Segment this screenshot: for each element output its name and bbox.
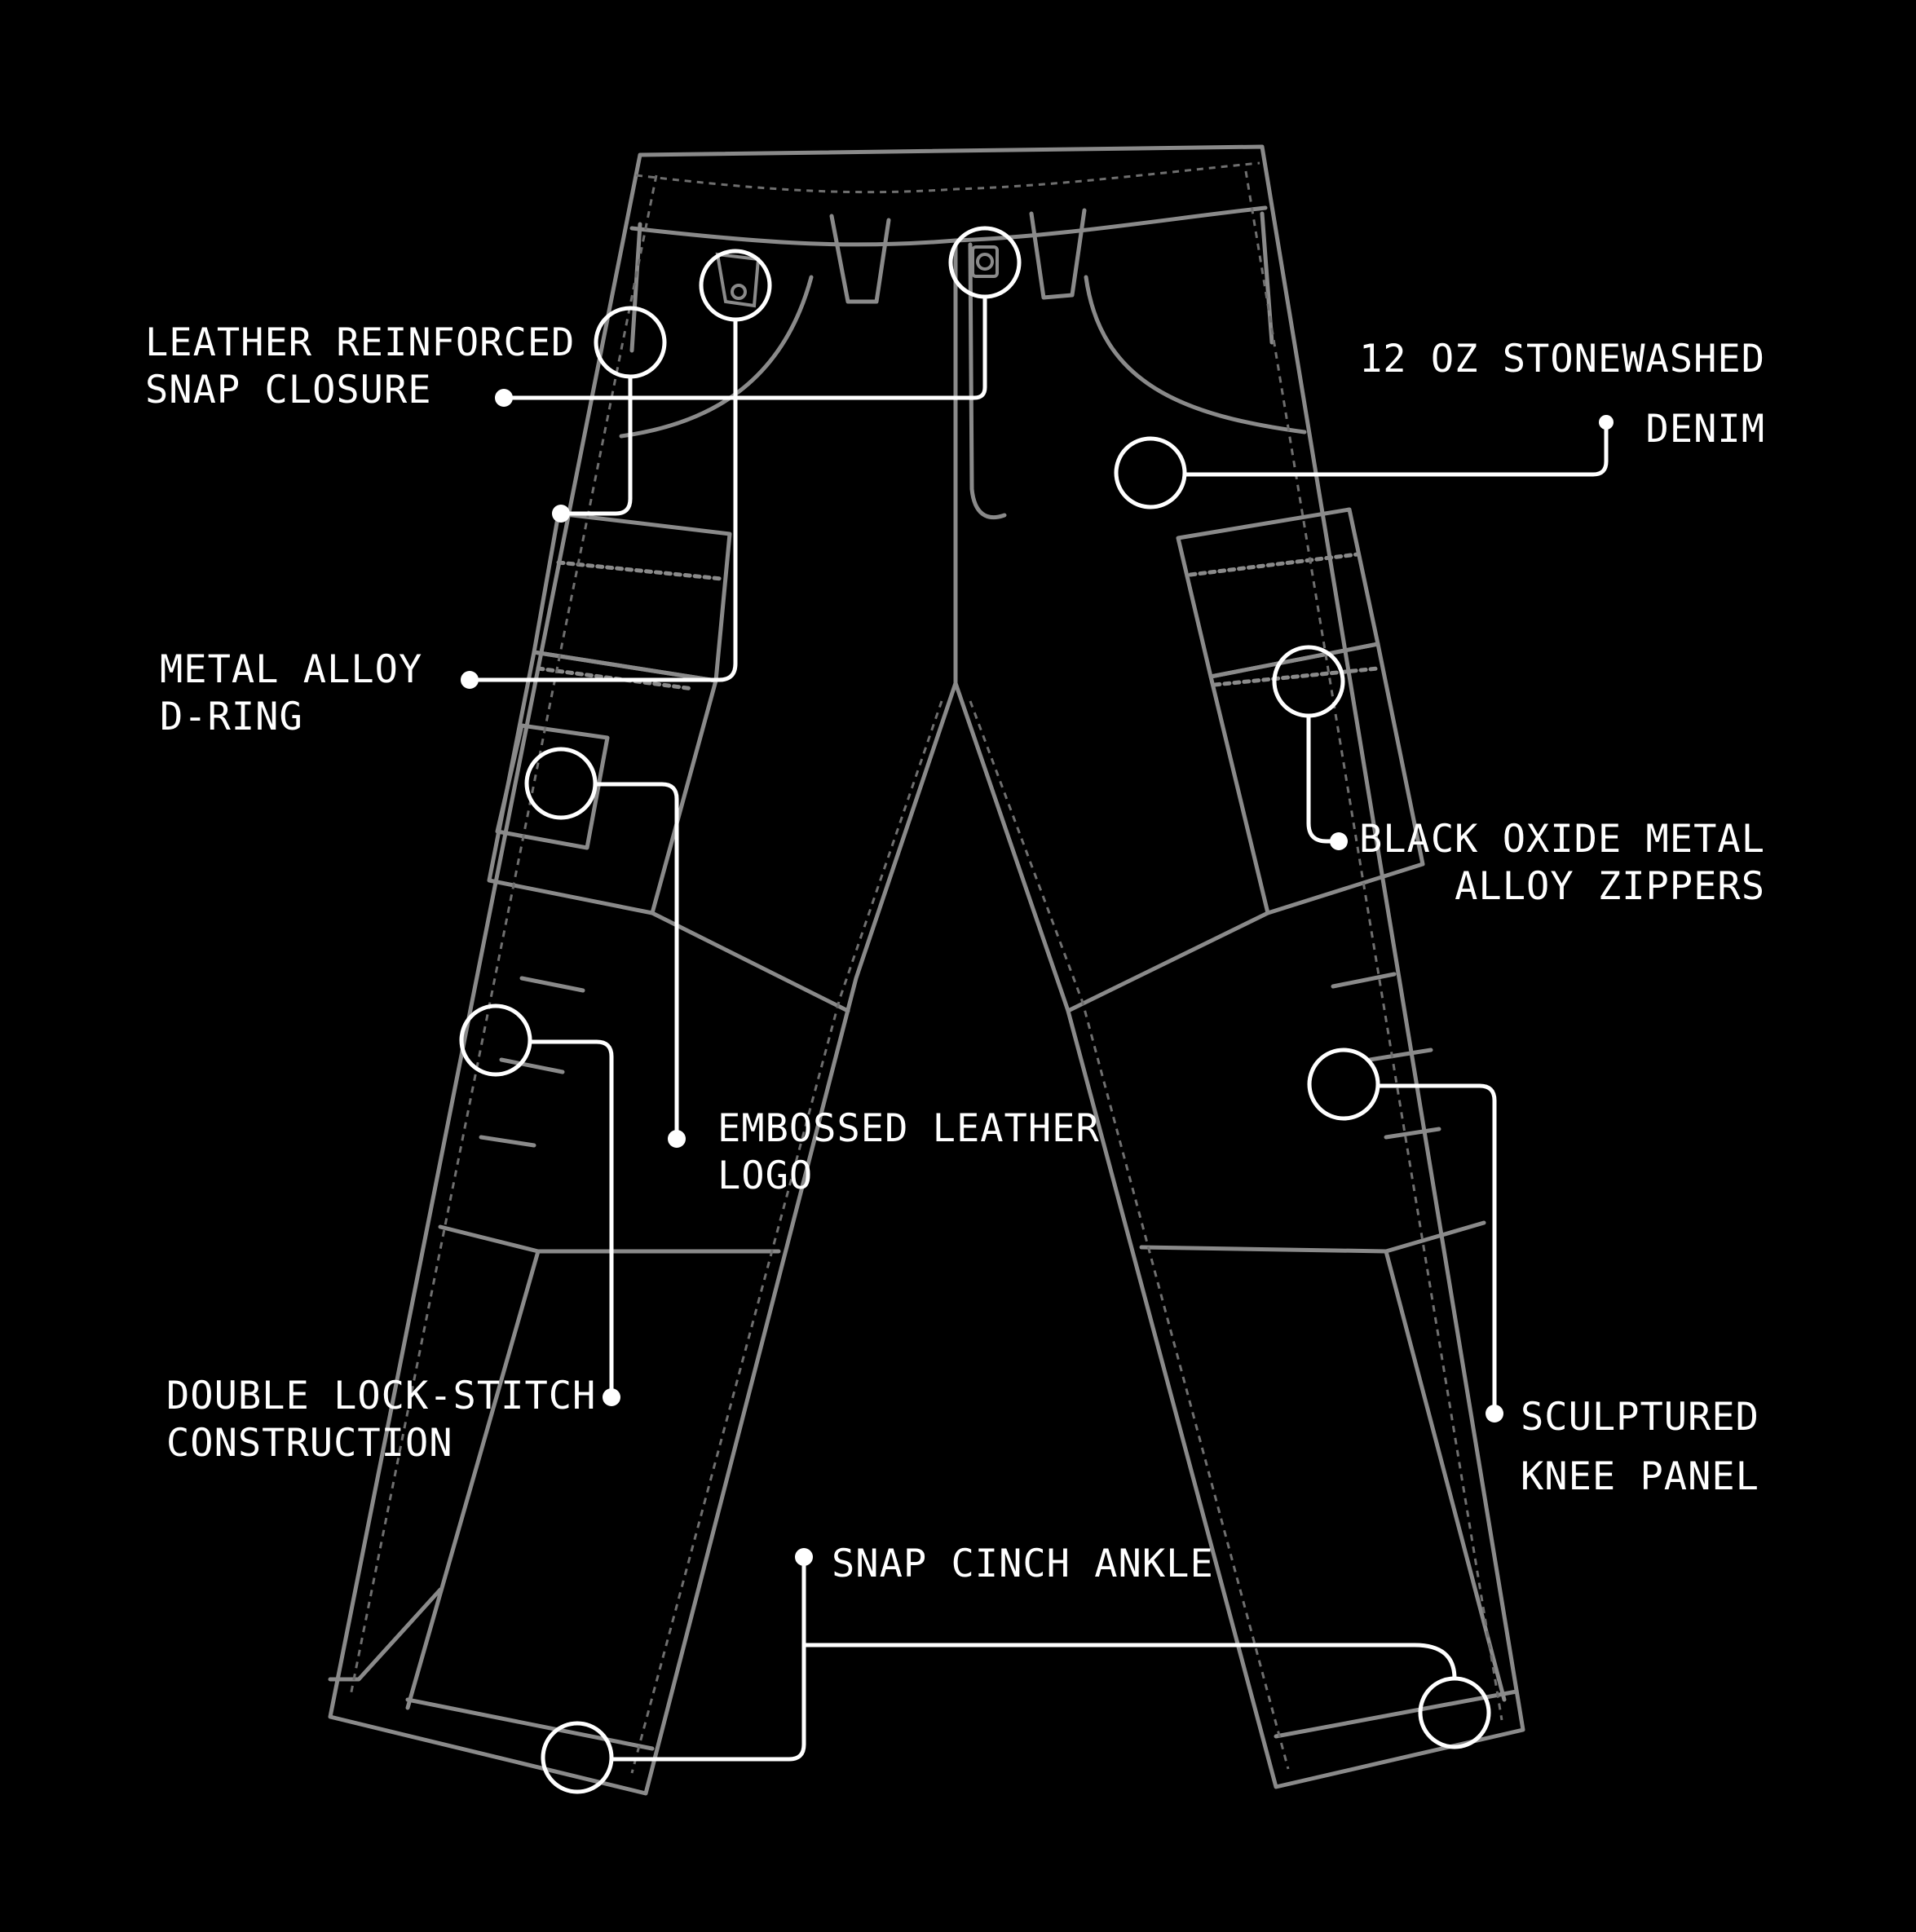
front-pocket-left (619, 275, 814, 439)
label-zippers-line-2: ALLOY ZIPPERS (1455, 864, 1765, 909)
callout-line-pocket-rivet (558, 374, 633, 516)
zipper-right-2 (1212, 666, 1380, 687)
label-snap-closure-line-2: SNAP CLOSURE (145, 368, 432, 412)
stitch-inseam-left (630, 700, 943, 1774)
ankle-cuff-right (1274, 1689, 1519, 1739)
callout-ring-knee (1307, 1048, 1380, 1121)
snap-closure-tab (971, 245, 999, 278)
callout-ring-pocket-rivet (594, 306, 667, 379)
callout-ring-lock-stitch (459, 1003, 532, 1077)
ankle-cuff-left (405, 1697, 655, 1751)
callout-ring-ankle-right (1418, 1676, 1491, 1749)
callout-dot-logo (668, 1130, 686, 1148)
belt-loop-side-left (629, 222, 642, 353)
label-logo-line-1: EMBOSSED LEATHER (717, 1106, 1100, 1151)
stitch-inseam-right (969, 700, 1290, 1770)
knee-dart-6 (1384, 1127, 1441, 1140)
knee-dart-5 (1367, 1048, 1433, 1062)
callout-line-logo (593, 782, 679, 1140)
stitch-waistband (635, 161, 1260, 194)
cargo-pocket-left-small (495, 723, 610, 850)
callout-dot-denim (1599, 415, 1614, 430)
label-lock-stitch-line-2: CONSTRUCTION (166, 1421, 453, 1466)
callout-ring-d-ring (699, 249, 772, 322)
pants-outline (328, 144, 1525, 1796)
callout-dot-snap (495, 389, 513, 407)
label-knee-panel-line-1: SCULPTURED (1521, 1395, 1759, 1440)
knee-panel-left-side (405, 1249, 541, 1710)
ankle-vent-left (328, 1587, 443, 1682)
callout-ring-zippers (1272, 645, 1345, 718)
label-knee-panel: SCULPTURED KNEE PANEL (1521, 1387, 1759, 1506)
callout-line-snap (501, 294, 987, 400)
label-ankle-line-1: SNAP CINCH ANKLE (832, 1542, 1214, 1586)
label-knee-panel-line-2: KNEE PANEL (1521, 1454, 1759, 1499)
callout-ring-ankle-left (541, 1721, 614, 1794)
callout-dot-knee (1486, 1405, 1503, 1423)
zipper-right-1 (1188, 552, 1360, 577)
label-d-ring-line-2: D-RING (160, 695, 303, 739)
front-pocket-right (1084, 275, 1307, 434)
callout-line-denim (1182, 421, 1609, 477)
callout-dot-ankle (795, 1548, 813, 1566)
callout-ring-snap (948, 226, 1022, 299)
callout-dot-lock-stitch (603, 1388, 620, 1406)
callout-ring-denim (1114, 436, 1187, 509)
fly-stitch (968, 242, 1007, 520)
label-lock-stitch: DOUBLE LOCK-STITCH CONSTRUCTION (166, 1373, 596, 1467)
knee-dart-2 (499, 1057, 565, 1074)
callout-line-knee (1375, 1083, 1497, 1414)
knee-panel-right-side (1384, 1249, 1507, 1702)
callout-line-zippers (1306, 713, 1340, 844)
label-denim: 12 OZ STONEWASHED DENIM (1353, 324, 1765, 465)
knee-dart-1 (519, 976, 585, 993)
label-denim-line-2: DENIM (1645, 407, 1765, 452)
callout-line-lock-stitch (528, 1039, 614, 1398)
label-logo: EMBOSSED LEATHER LOGO (717, 1105, 1100, 1200)
d-ring-tab (715, 252, 761, 308)
knee-seam-right-upper (1066, 911, 1270, 1013)
waistband-seam (629, 205, 1268, 247)
label-snap-closure-line-1: LEATHER REINFORCED (145, 320, 576, 365)
callout-line-ankle-right (801, 1643, 1457, 1681)
knee-dart-3 (479, 1135, 536, 1148)
callout-line-d-ring (467, 317, 738, 682)
belt-loop-left (829, 214, 891, 304)
label-denim-line-1: 12 OZ STONEWASHED (1358, 337, 1765, 382)
label-snap-closure: LEATHER REINFORCED SNAP CLOSURE (145, 320, 575, 414)
label-logo-line-2: LOGO (717, 1153, 814, 1198)
d-ring-hole (731, 284, 747, 300)
callout-dot-d-ring (461, 671, 479, 689)
label-zippers-line-1: BLACK OXIDE METAL (1358, 817, 1765, 862)
belt-loop-right (1029, 208, 1087, 300)
label-zippers: BLACK OXIDE METAL ALLOY ZIPPERS (1353, 816, 1765, 911)
cargo-pocket-right (1208, 642, 1425, 915)
callout-dot-zippers (1330, 832, 1348, 850)
knee-dart-4 (1331, 972, 1397, 989)
label-d-ring-line-1: METAL ALLOY (160, 647, 423, 692)
callout-dot-pocket-rivet (552, 505, 570, 523)
stitch-outseam-right (1244, 170, 1503, 1721)
label-ankle: SNAP CINCH ANKLE (832, 1541, 1214, 1588)
callout-ring-logo (524, 747, 598, 820)
label-d-ring: METAL ALLOY D-RING (160, 646, 422, 741)
zipper-left-1 (556, 560, 724, 581)
label-lock-stitch-line-1: DOUBLE LOCK-STITCH (166, 1374, 597, 1418)
stitch-outseam-left (349, 174, 658, 1696)
snap-closure-button (976, 253, 994, 271)
callout-line-ankle-left (609, 1556, 806, 1762)
knee-seam-left-upper (650, 911, 850, 1013)
